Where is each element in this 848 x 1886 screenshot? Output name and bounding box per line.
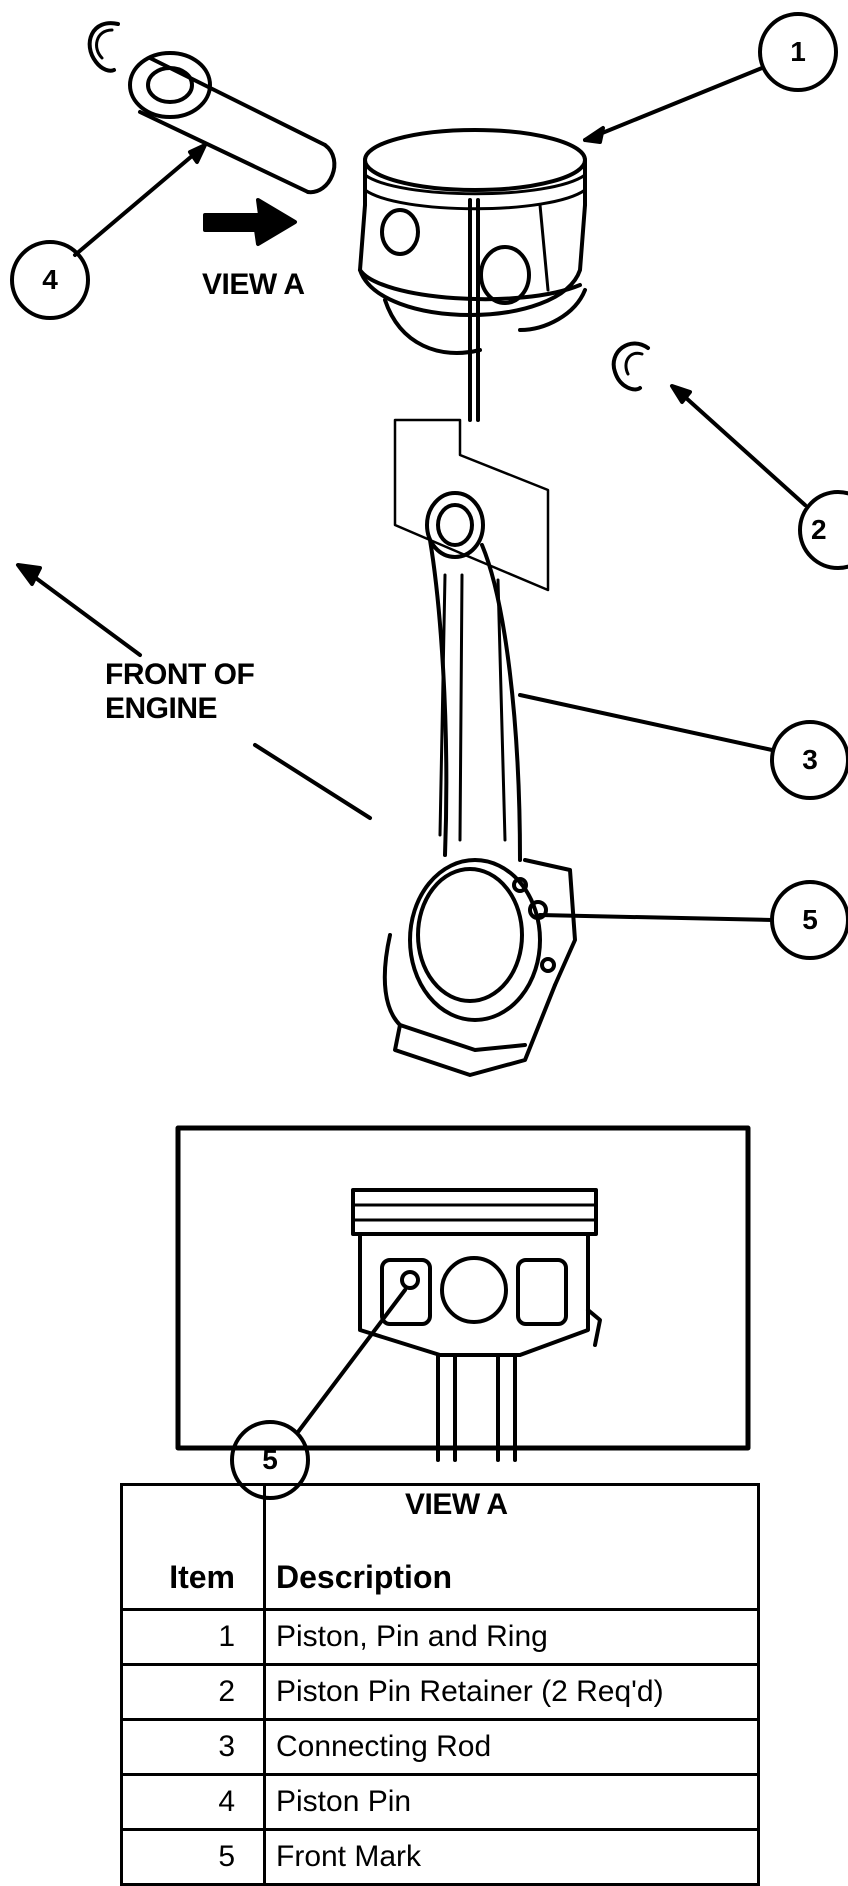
pin-retainer-clip-right [611, 341, 650, 392]
piston-pin-drawing [128, 51, 337, 195]
row-item: 5 [120, 1828, 266, 1886]
callout-circle-2 [798, 490, 848, 570]
callout-3: 3 [802, 744, 818, 775]
callout-circle-3 [770, 720, 848, 800]
front-of-engine-arrow-shaft [23, 568, 142, 657]
inset-callout-5: 5 [262, 1444, 278, 1475]
front-of-engine-line [253, 743, 372, 820]
row-description: Connecting Rod [263, 1718, 760, 1776]
callout-1: 1 [790, 36, 806, 67]
row-description: Piston Pin Retainer (2 Req'd) [263, 1663, 760, 1721]
row-item: 1 [120, 1608, 266, 1666]
pin-retainer-clip-top [87, 21, 120, 73]
callout-2: 2 [811, 514, 827, 545]
row-description: Piston Pin [263, 1773, 760, 1831]
reference-plane [393, 418, 550, 592]
front-of-engine-label-line1: FRONT OF [105, 658, 255, 691]
front-of-engine-label-line2: ENGINE [105, 692, 218, 725]
table-row: 2 Piston Pin Retainer (2 Req'd) [120, 1663, 760, 1721]
table-row: 5 Front Mark [120, 1828, 760, 1886]
callout-5: 5 [802, 904, 818, 935]
header-description: Description [263, 1483, 760, 1611]
row-item: 4 [120, 1773, 266, 1831]
view-a-label-top: VIEW A [202, 268, 305, 301]
view-a-inset-box [175, 1125, 751, 1451]
view-a-arrow [203, 198, 297, 246]
header-item: Item [120, 1483, 266, 1611]
row-item: 3 [120, 1718, 266, 1776]
table-row: 3 Connecting Rod [120, 1718, 760, 1776]
table-row: 1 Piston, Pin and Ring [120, 1608, 760, 1666]
parts-table: Item Description 1 Piston, Pin and Ring … [120, 1483, 760, 1886]
row-item: 2 [120, 1663, 266, 1721]
row-description: Front Mark [263, 1828, 760, 1886]
table-row: 4 Piston Pin [120, 1773, 760, 1831]
callout-circle-1 [758, 12, 838, 92]
piston-drawing [358, 128, 587, 422]
row-description: Piston, Pin and Ring [263, 1608, 760, 1666]
connecting-rod-drawing [382, 491, 577, 1077]
callout-4: 4 [42, 264, 58, 295]
inset-piston-drawing [351, 1188, 602, 1462]
front-of-engine-arrow-head [16, 563, 42, 586]
table-header-row: Item Description [120, 1483, 760, 1611]
callout-circle-4 [10, 240, 90, 320]
